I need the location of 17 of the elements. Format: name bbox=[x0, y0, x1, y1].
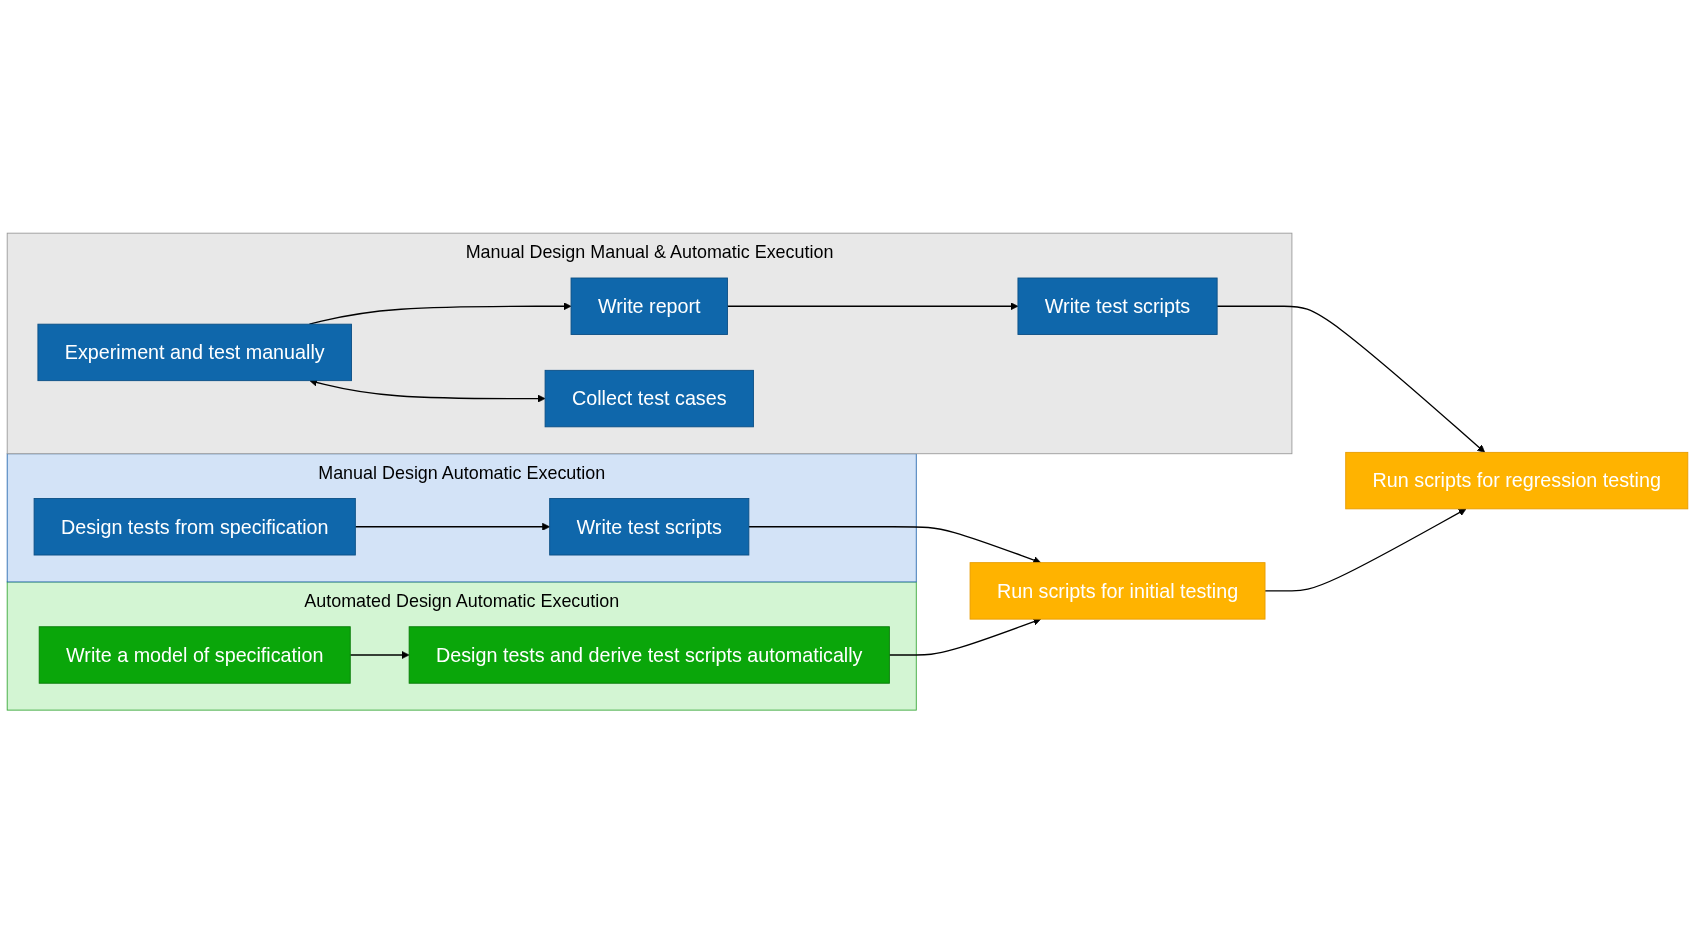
node-box: Write test scripts bbox=[549, 498, 750, 556]
arrow bbox=[1216, 305, 1486, 454]
arrow bbox=[354, 523, 550, 532]
node-box: Write test scripts bbox=[1017, 277, 1218, 336]
arrow bbox=[726, 302, 1019, 311]
arrow bbox=[349, 651, 410, 660]
node-box: Run scripts for initial testing bbox=[969, 562, 1266, 620]
node-box: Run scripts for regression testing bbox=[1345, 452, 1689, 510]
node-box: Collect test cases bbox=[544, 370, 754, 428]
node-box: Design tests and derive test scripts automatically bbox=[408, 626, 890, 685]
arrow bbox=[888, 618, 1042, 656]
node-box: Experiment and test manually bbox=[37, 324, 352, 382]
arrow bbox=[1264, 508, 1467, 592]
node-box: Write a model of specification bbox=[38, 626, 351, 685]
node-box: Design tests from specification bbox=[33, 498, 356, 556]
arrow bbox=[308, 302, 572, 326]
node-box: Write report bbox=[570, 277, 728, 336]
